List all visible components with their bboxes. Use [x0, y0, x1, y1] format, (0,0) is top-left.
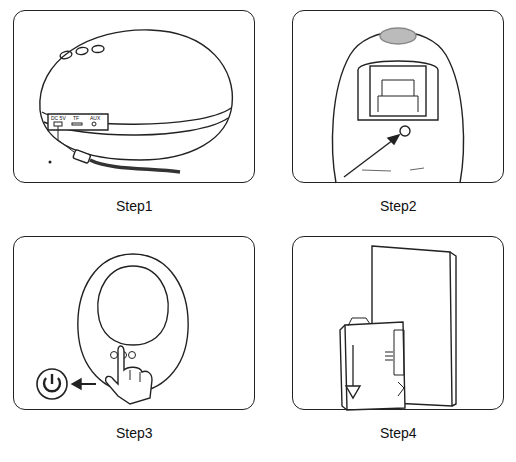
- step-label: Step4: [380, 425, 417, 441]
- panel-frame: [13, 10, 255, 183]
- step-label: Step2: [380, 198, 417, 214]
- port-label: AUX: [89, 115, 101, 121]
- step-panel: Step3: [13, 236, 255, 452]
- step-panel: Step2: [292, 10, 504, 225]
- panel-frame: [292, 10, 504, 183]
- port-label: DC 5V: [50, 115, 67, 121]
- step-panel: Step4: [292, 236, 504, 452]
- panel-frame: [13, 236, 255, 410]
- step-label: Step1: [116, 198, 153, 214]
- panel-frame: [292, 236, 504, 410]
- port-label: TF: [72, 115, 80, 121]
- step-label: Step3: [116, 425, 153, 441]
